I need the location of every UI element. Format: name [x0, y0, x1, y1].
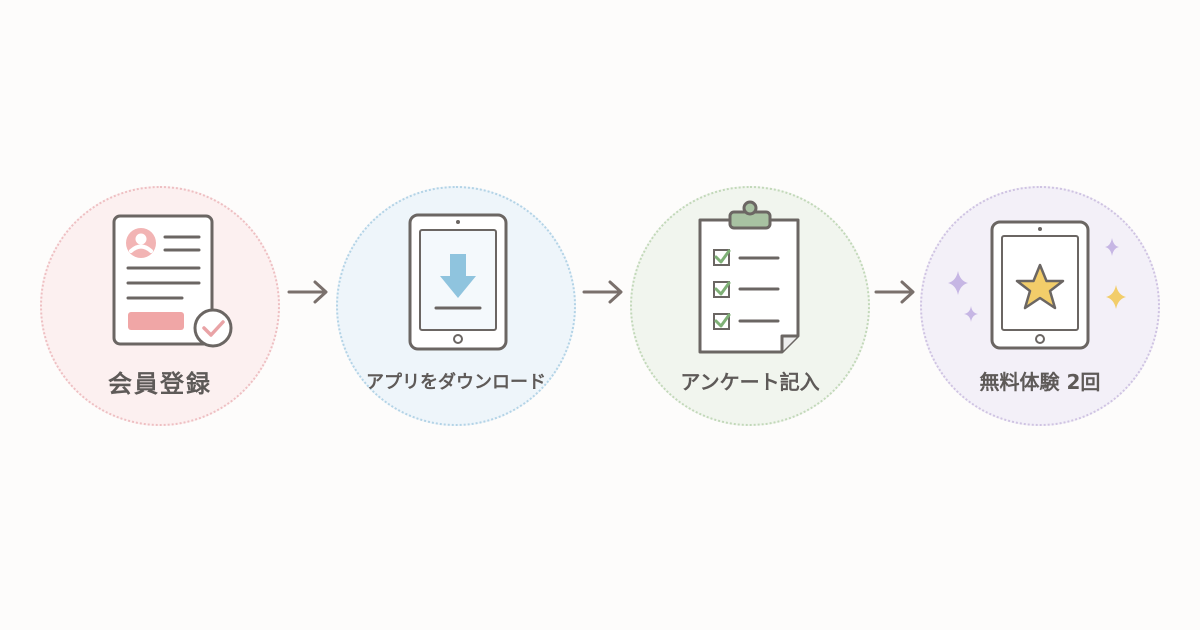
registration-form-icon	[112, 214, 233, 348]
step-label: 会員登録	[108, 370, 212, 398]
arrow-right-icon	[287, 280, 328, 304]
step-app-download: アプリをダウンロード	[336, 186, 576, 426]
tablet-download-icon	[408, 213, 508, 351]
step-label: アンケート記入	[680, 370, 820, 394]
sparkle-icon	[1106, 285, 1126, 309]
step-survey: アンケート記入	[630, 186, 870, 426]
tablet-star-icon	[948, 220, 1126, 350]
clipboard-checklist-icon	[698, 200, 800, 354]
arrow-right-icon	[874, 280, 915, 304]
arrow-right-icon	[582, 280, 623, 304]
step-label: 無料体験 2回	[979, 370, 1101, 394]
step-free-trial: 無料体験 2回	[920, 186, 1160, 426]
step-registration: 会員登録	[40, 186, 280, 426]
sparkle-icon	[1105, 238, 1119, 256]
step-label: アプリをダウンロード	[366, 372, 546, 393]
sparkle-icon	[948, 271, 968, 295]
sparkle-icon	[964, 306, 978, 322]
